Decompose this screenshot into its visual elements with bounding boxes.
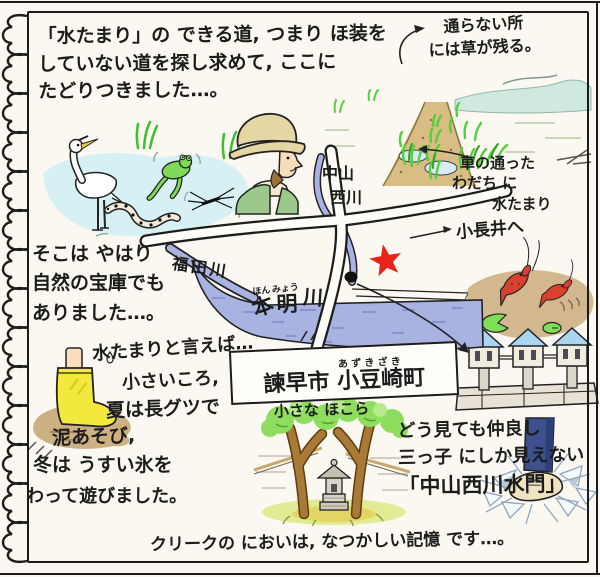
ruts-note-line: わだち に	[452, 174, 518, 193]
shoe-icon	[508, 471, 564, 502]
ruts-note-line: 水たまり	[492, 194, 552, 213]
unpaved-road-scene	[325, 74, 592, 187]
shrine-scene	[253, 398, 411, 527]
binding-loop-icon	[1, 13, 29, 564]
arrow-grass-note-icon	[399, 25, 425, 65]
shoe-on-ice-scene	[479, 417, 598, 525]
rubber-boot-icon	[55, 367, 117, 428]
nature-line: ありました…。	[32, 301, 166, 324]
lilypad-icon	[481, 313, 562, 335]
ditto-marks	[300, 329, 318, 342]
gate-house-icon	[463, 326, 593, 391]
memory-line-5: 冬は うすい氷を	[33, 454, 173, 476]
nature-text: そこは やはり 自然の宝庫でも ありました…。	[32, 240, 165, 328]
spiral-binding	[1, 13, 29, 564]
pant-leg	[523, 417, 555, 473]
snake-icon	[104, 201, 181, 229]
nakayama-river-label: 中山 西川	[322, 162, 362, 210]
outer-edge-bottom	[0, 573, 600, 575]
heron-icon	[68, 135, 125, 231]
river-label-line: 中山	[322, 164, 355, 183]
stone-shrine-icon	[316, 458, 352, 511]
fukuda-river-stream	[165, 243, 259, 303]
water-strider-icon	[187, 187, 235, 211]
boot-in-mud-scene	[27, 347, 131, 459]
ripple-marks	[95, 151, 240, 237]
pond-wildlife-scene	[43, 120, 248, 237]
arrow-to-gates-icon	[356, 283, 469, 353]
arrow-ruts-note-icon	[418, 145, 473, 159]
nature-line: そこは やはり	[32, 243, 153, 265]
person-icon	[228, 113, 306, 215]
splash-drop-icon	[106, 350, 114, 364]
ice-shards	[479, 453, 598, 525]
roadside-grass	[333, 89, 509, 180]
river-label-line: 西川	[330, 188, 363, 207]
outer-edge-top	[0, 1, 600, 3]
location-star-icon	[369, 244, 401, 277]
ripple-marks	[464, 293, 580, 312]
frog-icon	[146, 154, 193, 201]
crayfish-icon	[499, 236, 540, 307]
tree-foliage	[261, 398, 408, 438]
grass-tuft-icon	[135, 120, 245, 160]
ruts-note-line: 車の通った	[460, 154, 536, 172]
ruts-note: 車の通った わだち に 水たまり	[448, 153, 552, 214]
crayfish-scene	[464, 236, 594, 339]
outer-edge-right	[596, 1, 598, 575]
page-border	[27, 11, 589, 563]
junction-dot	[344, 271, 358, 283]
tree-trunk-icon	[284, 418, 376, 520]
arrow-to-konagai-icon	[409, 226, 452, 239]
sluice-gates-scene	[455, 326, 599, 411]
memory-line-6: わって遊びました。	[26, 486, 188, 507]
crayfish-icon	[538, 259, 574, 308]
walker-with-hat	[228, 113, 306, 215]
nature-line: 自然の宝庫でも	[32, 272, 166, 295]
distant-hills	[325, 74, 592, 165]
